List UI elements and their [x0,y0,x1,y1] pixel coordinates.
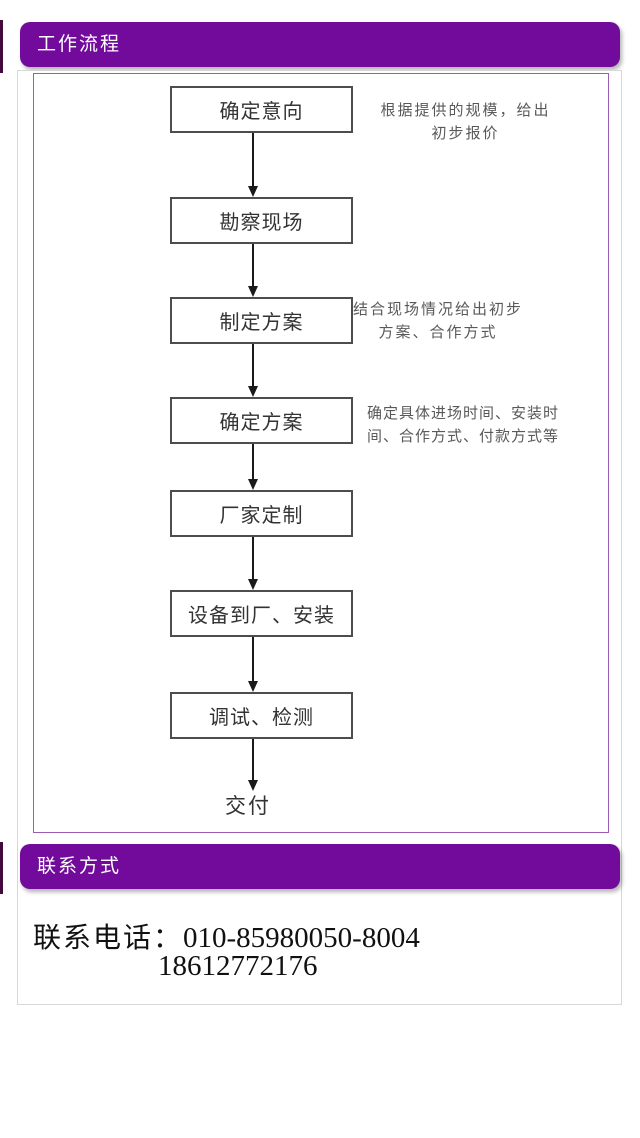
flow-step-box: 确定方案 [170,397,353,444]
step-note-line: 结合现场情况给出初步 [352,302,523,318]
flow-step-box: 调试、检测 [170,692,353,739]
arrow-down-icon [248,133,258,197]
step-note-line: 方案、合作方式 [378,325,498,341]
flow-step-label: 制定方案 [219,312,304,334]
arrow-down-icon [248,637,258,692]
workflow-section-header: 工作流程 [20,22,620,67]
arrow-down-icon [248,739,258,791]
step-note: 确定具体进场时间、安装时 间、合作方式、付款方式等 [352,403,574,449]
flow-step-box: 勘察现场 [170,197,353,244]
step-note-line: 初步报价 [431,126,500,142]
contact-section-header: 联系方式 [20,844,620,889]
flow-terminal-label: 交付 [225,795,271,818]
contact-phone-line: 联系电话：010-85980050-8004 [33,916,420,956]
phone-number: 18612772176 [158,950,318,982]
step-note: 结合现场情况给出初步 方案、合作方式 [348,299,528,345]
step-note: 根据提供的规模，给出 初步报价 [363,100,568,146]
step-note-line: 确定具体进场时间、安装时 [366,406,559,422]
flow-step-box: 设备到厂、安装 [170,590,353,637]
contact-phone-label: 联系电话： [33,922,184,953]
left-edge-strip-bottom [0,842,3,894]
arrow-down-icon [248,444,258,490]
flow-step-label: 调试、检测 [209,707,314,729]
arrow-down-icon [248,537,258,590]
flow-step-label: 确定方案 [219,412,304,434]
flow-step-label: 确定意向 [219,101,304,123]
flow-step-label: 勘察现场 [219,212,304,234]
flow-step-label: 厂家定制 [219,505,304,527]
flow-step-box: 厂家定制 [170,490,353,537]
flow-step-box: 确定意向 [170,86,353,133]
left-edge-strip-top [0,20,3,73]
phone-number: 010-85980050-8004 [183,922,420,954]
step-note-line: 间、合作方式、付款方式等 [366,429,559,445]
arrow-down-icon [248,344,258,397]
step-note-line: 根据提供的规模，给出 [380,103,551,119]
flow-step-label: 设备到厂、安装 [188,605,335,627]
flow-step-box: 制定方案 [170,297,353,344]
arrow-down-icon [248,244,258,297]
